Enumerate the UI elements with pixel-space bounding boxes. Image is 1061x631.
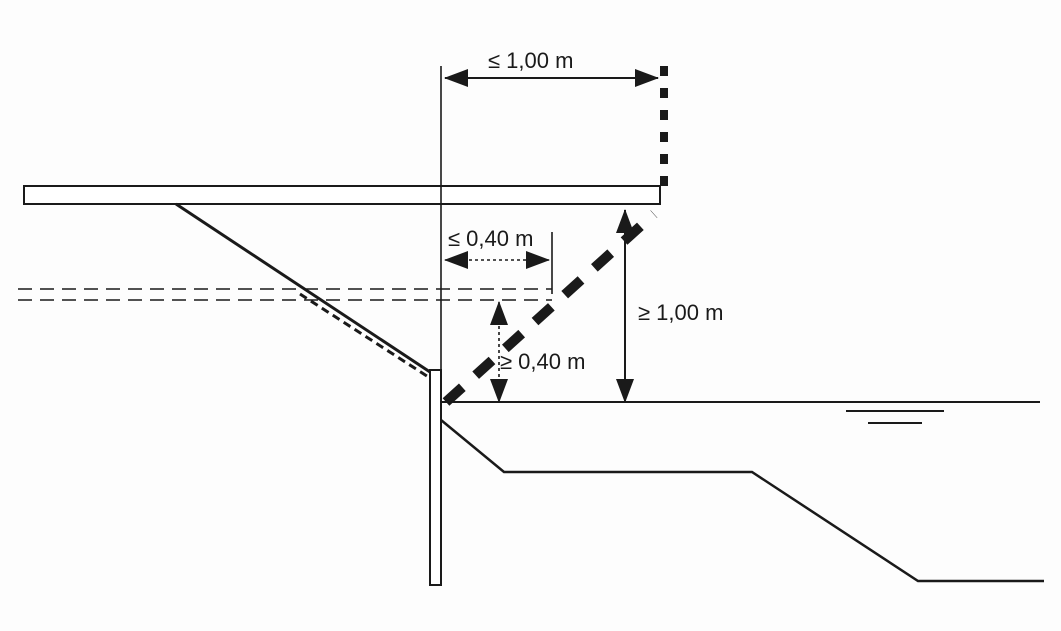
- dim-clear-height-label: ≥ 1,00 m: [638, 300, 723, 325]
- sheet-pile-wall: [429, 369, 442, 586]
- support-strut-dashed: [299, 292, 431, 380]
- deck-plank: [23, 185, 661, 205]
- dim-top-width-label: ≤ 1,00 m: [488, 48, 573, 73]
- riverbed-profile: [440, 419, 1044, 583]
- clearance-diagonal: [442, 210, 658, 406]
- dim-inner-width-label: ≤ 0,40 m: [448, 226, 533, 251]
- dim-gap-height-label: ≥ 0,40 m: [500, 349, 585, 374]
- support-strut: [175, 202, 431, 374]
